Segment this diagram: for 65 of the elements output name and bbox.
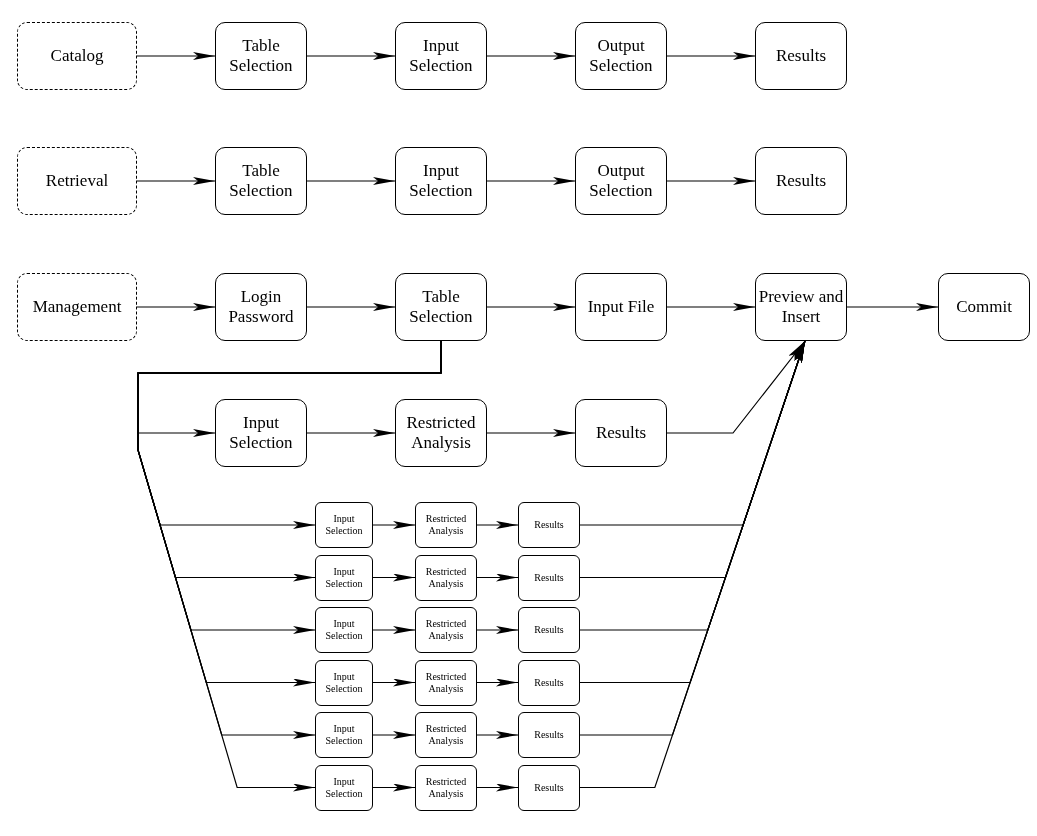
process-box: Input Selection: [315, 554, 373, 601]
arrow: [372, 731, 416, 739]
arrow: [666, 52, 756, 60]
arrow: [666, 340, 806, 434]
source-box: Retrieval: [17, 147, 137, 215]
process-box: Restricted Analysis: [415, 607, 477, 653]
process-box: Input Selection: [315, 659, 373, 706]
process-box: Restricted Analysis: [395, 399, 487, 467]
arrow: [136, 52, 216, 60]
arrow: [372, 573, 416, 582]
process-box: Restricted Analysis: [415, 712, 477, 758]
arrow: [476, 783, 519, 792]
process-box: Results: [518, 659, 580, 706]
arrow: [306, 177, 396, 185]
process-box: Input Selection: [315, 764, 373, 811]
arrow: [486, 177, 576, 185]
process-box: Results: [518, 502, 580, 548]
process-box: Restricted Analysis: [415, 502, 477, 548]
process-box: Restricted Analysis: [415, 659, 477, 706]
process-box: Login Password: [215, 273, 307, 341]
process-box: Input File: [575, 273, 667, 341]
arrow: [306, 52, 396, 60]
arrow: [476, 573, 519, 582]
process-box: Input Selection: [395, 22, 487, 90]
arrow: [666, 177, 756, 185]
arrow: [372, 678, 416, 687]
process-box: Input Selection: [215, 399, 307, 467]
process-box: Results: [755, 147, 847, 215]
process-box: Output Selection: [575, 22, 667, 90]
process-box: Table Selection: [215, 22, 307, 90]
arrow: [136, 177, 216, 185]
arrow: [846, 303, 939, 311]
arrow: [372, 626, 416, 634]
process-box: Input Selection: [395, 147, 487, 215]
process-box: Table Selection: [215, 147, 307, 215]
process-box: Output Selection: [575, 147, 667, 215]
arrow: [486, 429, 576, 437]
arrow: [476, 678, 519, 687]
arrow: [476, 521, 519, 529]
process-box: Results: [518, 554, 580, 601]
source-box: Management: [17, 273, 137, 341]
arrow: [476, 731, 519, 739]
arrow: [136, 303, 216, 311]
process-box: Results: [518, 712, 580, 758]
process-box: Results: [518, 607, 580, 653]
process-box: Input Selection: [315, 712, 373, 758]
process-box: Restricted Analysis: [415, 554, 477, 601]
process-box: Results: [575, 399, 667, 467]
arrow: [306, 429, 396, 437]
process-box: Results: [518, 764, 580, 811]
arrow: [486, 52, 576, 60]
arrow: [372, 783, 416, 792]
process-box: Input Selection: [315, 502, 373, 548]
arrow: [306, 303, 396, 311]
arrow: [372, 521, 416, 529]
process-box: Results: [755, 22, 847, 90]
process-box: Preview and Insert: [755, 273, 847, 341]
source-box: Catalog: [17, 22, 137, 90]
arrow: [476, 626, 519, 634]
process-box: Table Selection: [395, 273, 487, 341]
process-box: Commit: [938, 273, 1030, 341]
process-box: Restricted Analysis: [415, 764, 477, 811]
arrow: [486, 303, 576, 311]
process-box: Input Selection: [315, 607, 373, 653]
arrow: [666, 303, 756, 311]
